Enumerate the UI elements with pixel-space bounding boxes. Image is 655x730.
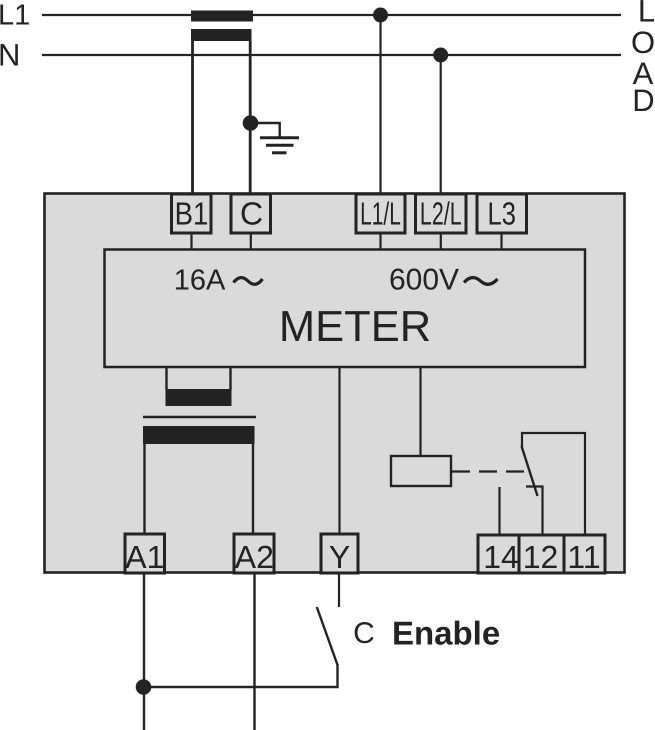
svg-text:C: C [240,196,263,232]
svg-text:METER: METER [279,303,431,351]
svg-text:L3: L3 [488,196,516,232]
svg-text:C: C [353,617,375,650]
svg-text:B1: B1 [175,196,209,232]
svg-text:16A: 16A [174,265,226,297]
svg-text:O: O [631,25,655,60]
svg-text:D: D [632,83,654,118]
svg-text:L: L [638,0,655,29]
svg-text:L1: L1 [0,0,30,32]
svg-text:12: 12 [523,539,559,575]
svg-text:L2/L: L2/L [420,196,462,232]
svg-text:N: N [0,38,20,73]
svg-text:A: A [633,56,654,91]
svg-text:11: 11 [567,539,600,575]
svg-text:Y: Y [329,539,350,575]
svg-text:L1/L: L1/L [360,196,401,232]
svg-text:14: 14 [483,539,519,575]
svg-text:A2: A2 [235,539,274,575]
svg-text:600V: 600V [389,264,459,297]
svg-text:A1: A1 [125,539,164,575]
svg-text:Enable: Enable [392,615,500,652]
